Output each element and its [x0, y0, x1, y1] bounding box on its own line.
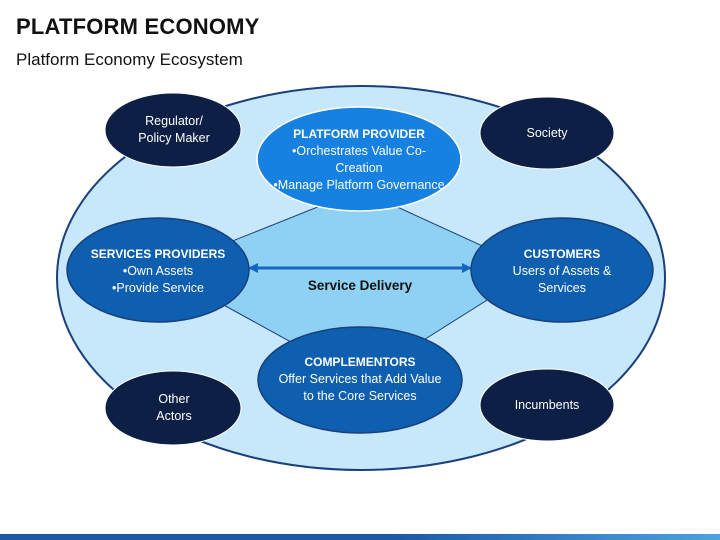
services-providers-node-shape — [66, 217, 250, 323]
society-node: Society — [480, 100, 614, 166]
regulator-line-1: Regulator/ — [145, 114, 203, 128]
customers-line-2: Services — [538, 280, 586, 295]
customers-node: CUSTOMERS Users of Assets & Services — [474, 228, 650, 314]
regulator-node-shape — [104, 92, 242, 168]
services-providers-line-2: •Provide Service — [112, 280, 204, 295]
services-providers-heading: SERVICES PROVIDERS — [90, 246, 226, 261]
customers-node-shape — [470, 217, 654, 323]
platform-provider-line-1: •Orchestrates Value Co-Creation — [291, 144, 427, 175]
other-actors-line-1: Other — [158, 392, 190, 406]
customers-line-1: Users of Assets & — [512, 263, 612, 278]
platform-provider-line-2: •Manage Platform Governance — [273, 178, 445, 192]
complementors-line-1: Offer Services that Add Value — [278, 371, 442, 386]
society-label: Society — [526, 125, 568, 140]
platform-provider-heading: PLATFORM PROVIDER — [293, 127, 425, 141]
society-node-shape — [479, 96, 615, 170]
page-subtitle: Platform Economy Ecosystem — [16, 50, 243, 69]
regulator-line-2: Policy Maker — [138, 131, 210, 145]
footer-accent-bar — [0, 534, 720, 540]
page-title: PLATFORM ECONOMY — [16, 14, 260, 39]
complementors-heading: COMPLEMENTORS — [304, 354, 416, 369]
incumbents-node-shape — [479, 368, 615, 442]
incumbents-node: Incumbents — [480, 372, 614, 438]
service-delivery-label: Service Delivery — [307, 278, 413, 293]
other-actors-node: Other Actors — [106, 374, 242, 442]
customers-heading: CUSTOMERS — [523, 246, 601, 261]
other-actors-node-shape — [104, 370, 242, 446]
services-providers-node: SERVICES PROVIDERS •Own Assets •Provide … — [70, 228, 246, 314]
complementors-node-shape — [257, 326, 463, 434]
regulator-node: Regulator/ Policy Maker — [106, 96, 242, 164]
incumbents-label: Incumbents — [514, 397, 580, 412]
other-actors-line-2: Actors — [156, 409, 192, 423]
complementors-node: COMPLEMENTORS Offer Services that Add Va… — [260, 334, 460, 424]
complementors-line-2: to the Core Services — [303, 388, 417, 403]
services-providers-line-1: •Own Assets — [122, 263, 194, 278]
platform-provider-node: PLATFORM PROVIDER •Orchestrates Value Co… — [259, 115, 459, 205]
platform-provider-node-shape — [256, 106, 462, 212]
